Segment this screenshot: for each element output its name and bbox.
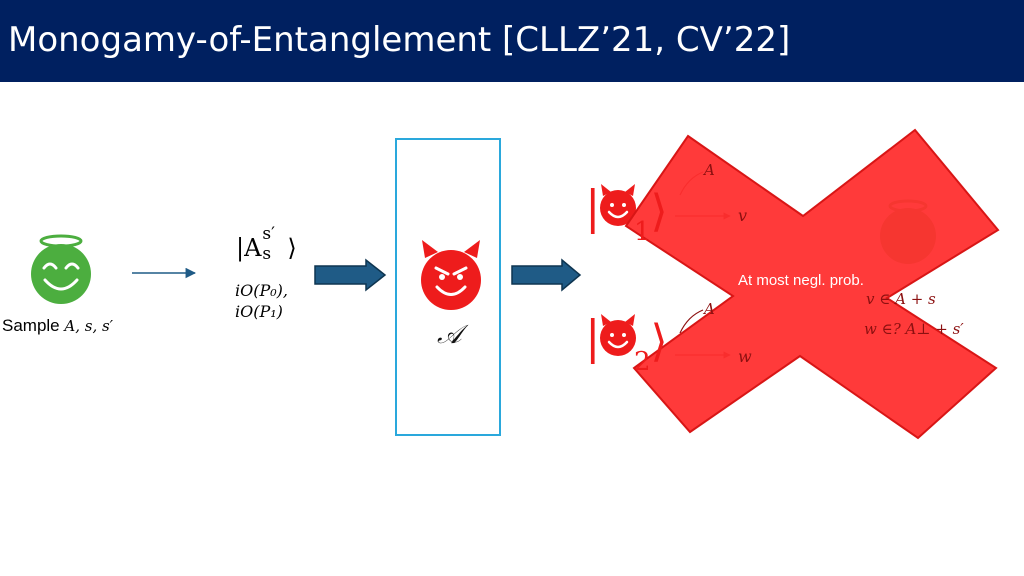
branch2-ket: |: [585, 310, 601, 364]
branch2-ket-tail: 2⟩: [634, 316, 668, 377]
ket-close: ⟩: [287, 234, 297, 262]
ket-sub: s: [262, 244, 272, 264]
devil-1-icon: [600, 184, 636, 226]
branch1-A-label: A: [704, 161, 715, 179]
result-label: At most negl. prob.: [738, 272, 864, 289]
branch1-ket-close: ⟩: [650, 186, 668, 237]
curve-arrow-2: [679, 309, 704, 334]
sample-vars: A, s, s′: [64, 317, 114, 335]
adversary-label: 𝒜: [437, 320, 462, 350]
branch2-ket-sub: 2: [634, 347, 651, 377]
devil-2-icon: [600, 314, 636, 356]
branch1-ket-tail: 1⟩: [634, 186, 668, 247]
angel-icon: [31, 234, 91, 304]
verifier-check-1: v ∈ A + s: [866, 290, 936, 308]
ket-open: |A: [236, 234, 262, 262]
slide-title: Monogamy-of-Entanglement [CLLZ’21, CV’22…: [8, 20, 791, 60]
branch1-ket-sub: 1: [634, 217, 651, 247]
block-arrow-to-adversary: [314, 258, 387, 292]
rejection-cross-icon: [624, 128, 1000, 440]
title-bar: Monogamy-of-Entanglement [CLLZ’21, CV’22…: [0, 0, 1024, 82]
sampler-label: Sample A, s, s′: [2, 316, 113, 336]
branch1-ket: |: [585, 180, 601, 234]
branch1-ket-open: |: [585, 180, 601, 234]
verifier-check-2: w ∈? A⊥ + s′: [864, 320, 964, 338]
io0-label: iO(P₀),: [235, 281, 288, 300]
branch1-output: v: [738, 206, 748, 225]
sample-word: Sample: [2, 316, 60, 335]
branch2-ket-open: |: [585, 310, 601, 364]
block-arrow-to-branches: [511, 258, 582, 292]
branch2-output: w: [738, 347, 752, 366]
ket-sup: s′: [262, 224, 276, 244]
adversary-box: [395, 138, 501, 436]
branch2-ket-close: ⟩: [650, 316, 668, 367]
branch2-A-label: A: [704, 300, 715, 318]
io1-label: iO(P₁): [235, 302, 283, 321]
devil-icon: [421, 240, 481, 310]
